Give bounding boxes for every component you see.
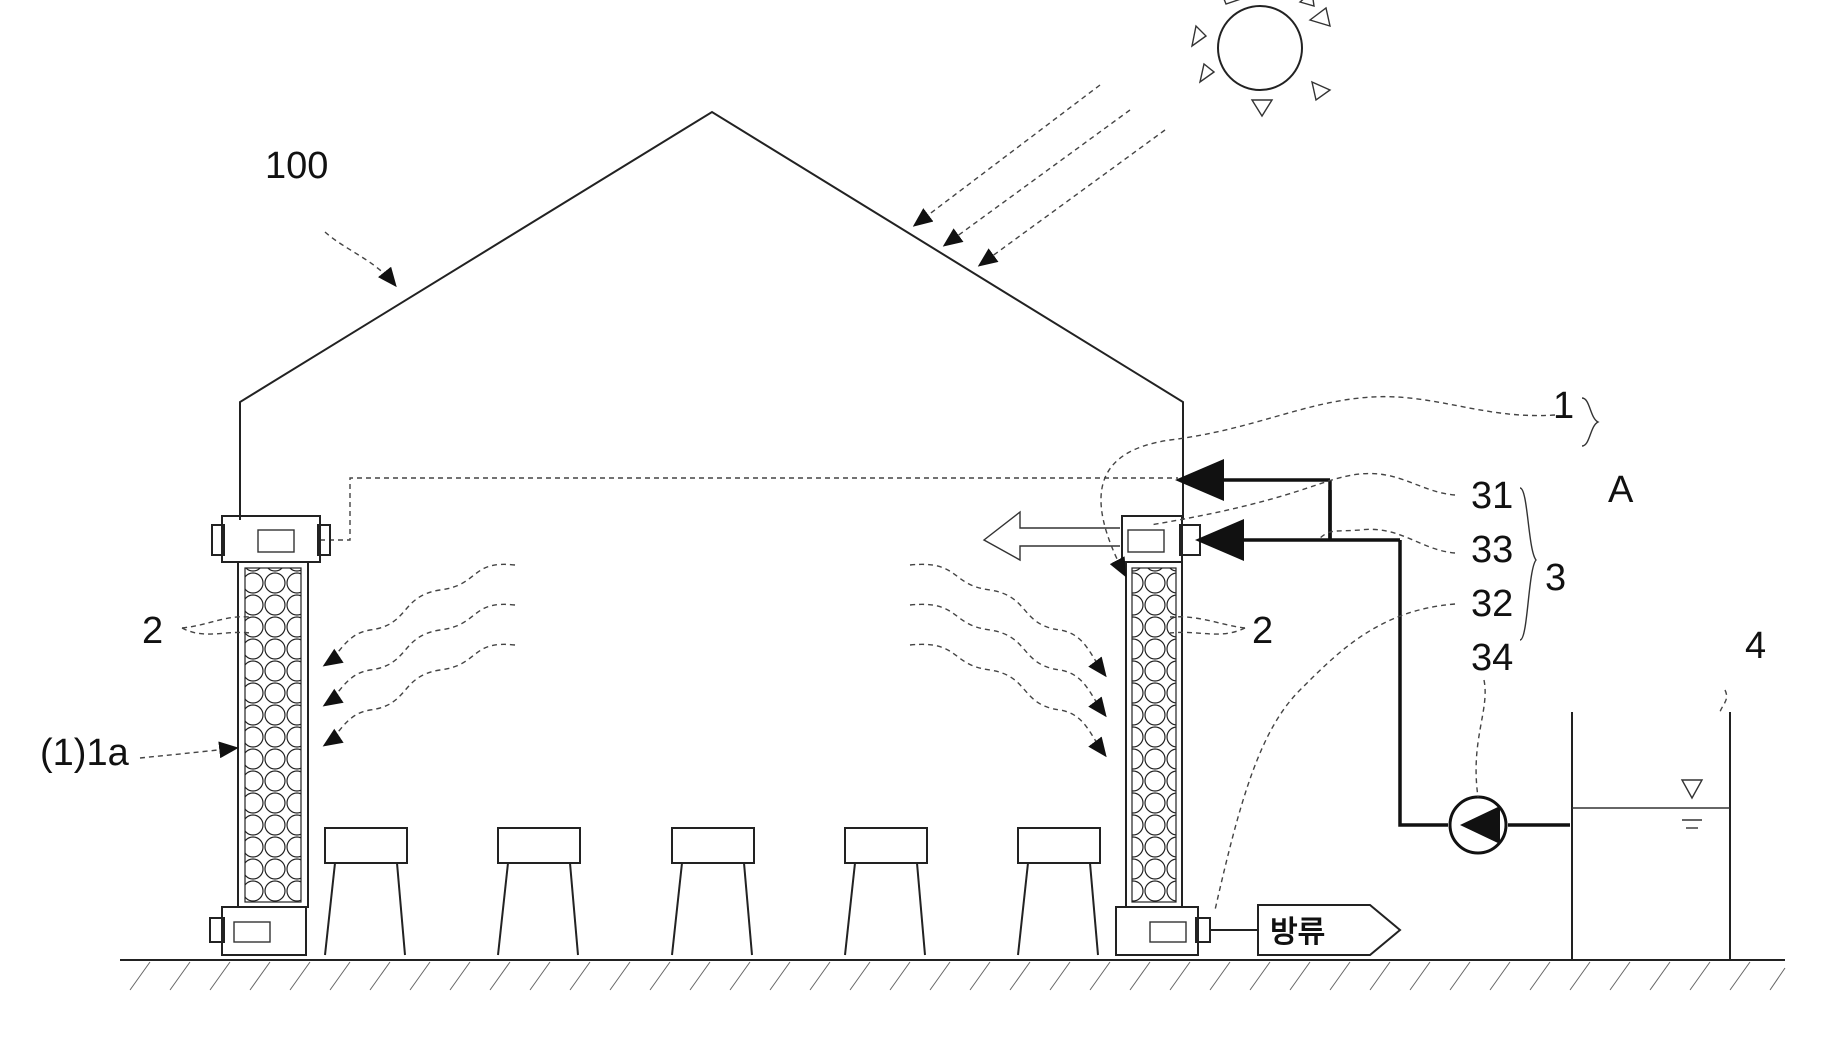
label-greenhouse: 100 [265, 145, 328, 187]
label-pump: 34 [1471, 637, 1513, 679]
sun-icon [1192, 0, 1330, 116]
label-pipe-lower: 33 [1471, 529, 1513, 571]
left-heat-storage-column [210, 516, 330, 955]
label-tank: 4 [1745, 625, 1766, 667]
label-heat-storage-left: 2 [142, 610, 163, 652]
left-heat-waves [325, 564, 515, 745]
right-heat-waves [910, 564, 1105, 755]
bench [325, 828, 407, 955]
sunlight-rays [915, 85, 1165, 265]
greenhouse-frame [240, 112, 1183, 520]
discharge-label: 방류 [1270, 915, 1325, 950]
label-supply-system: 3 [1545, 557, 1566, 599]
outflow-arrow-icon [984, 512, 1120, 560]
bench [672, 828, 754, 955]
discharge-tag: 방류 [1210, 905, 1400, 955]
upper-duct [320, 478, 1178, 540]
label-drain-line: 32 [1471, 583, 1513, 625]
label-unit: 1 [1553, 385, 1574, 427]
label-pipe-upper: 31 [1471, 475, 1513, 517]
label-heat-storage-right: 2 [1252, 610, 1273, 652]
label-assembly: A [1608, 469, 1634, 511]
water-tank [1572, 712, 1730, 960]
planting-benches [325, 828, 1100, 955]
pump-icon [1450, 797, 1506, 853]
bench [845, 828, 927, 955]
bench [1018, 828, 1100, 955]
label-wall-panel: (1)1a [40, 732, 130, 774]
bench [498, 828, 580, 955]
ground [120, 960, 1785, 990]
braces [1520, 398, 1598, 640]
right-heat-storage-column [1116, 516, 1210, 955]
